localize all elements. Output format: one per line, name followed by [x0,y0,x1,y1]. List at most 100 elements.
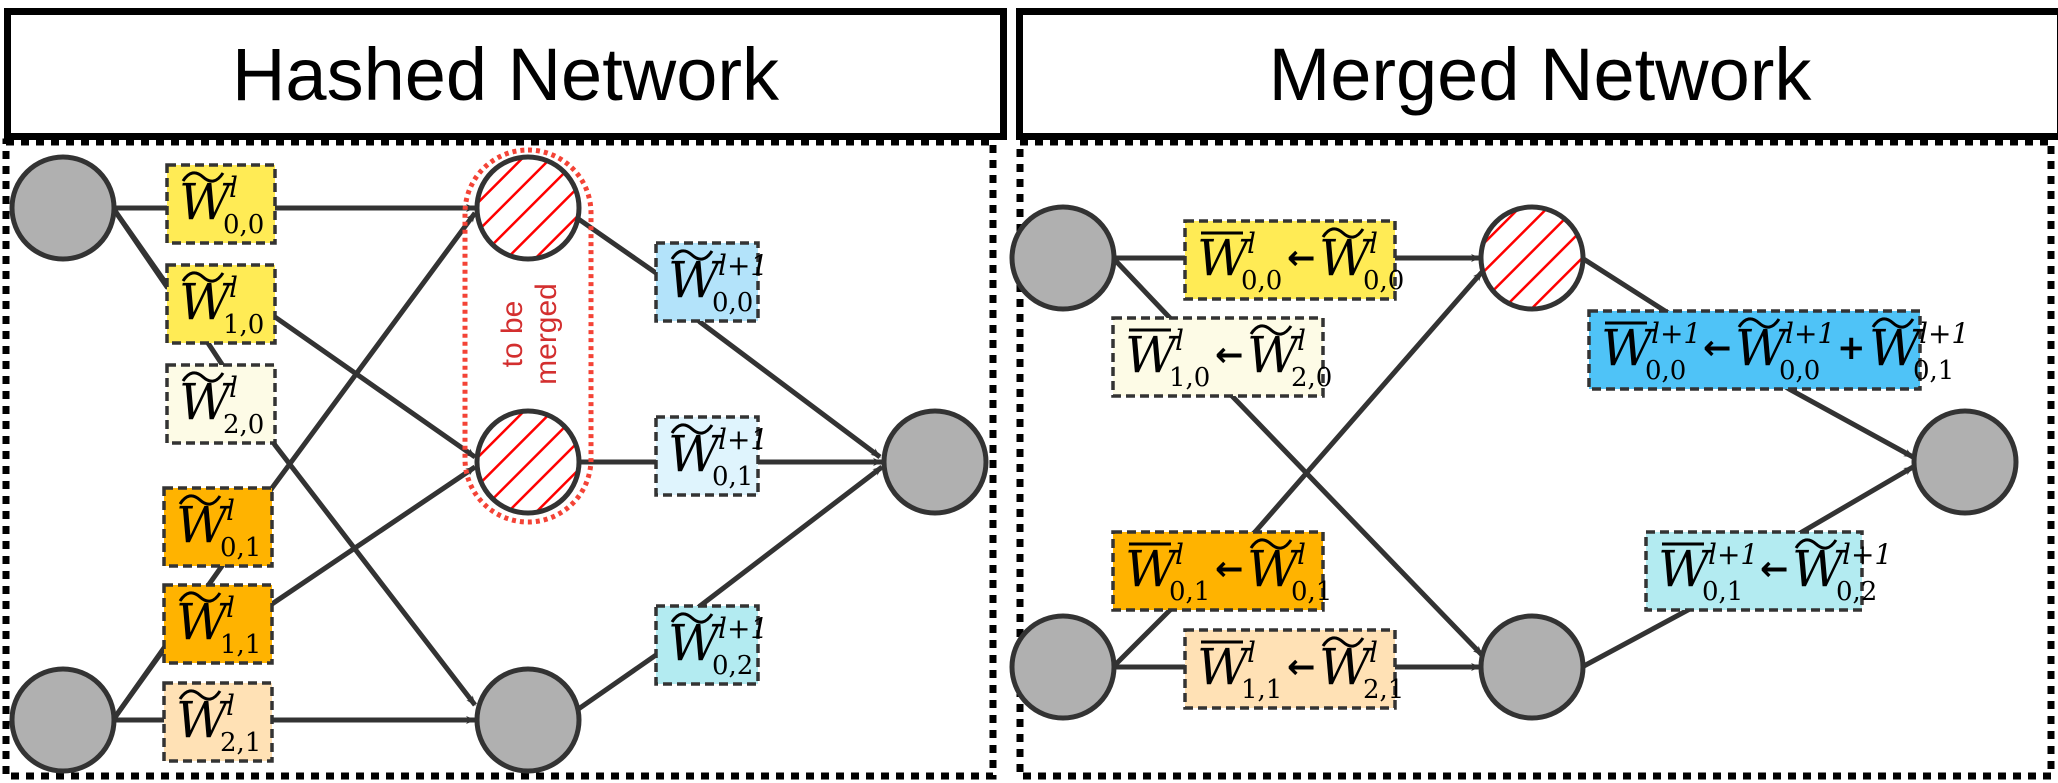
weight-symbol: W [1247,326,1302,384]
weight-superscript: l [229,371,238,404]
weight-symbol: W [1125,326,1180,384]
weight-superscript: l+1 [1842,538,1892,571]
weight-symbol: W [1601,319,1656,377]
weight-box-merged-m01: Wl0,1←Wl0,1 [1111,530,1332,612]
tilde-accent [1249,538,1293,550]
weight-symbol: W [1319,638,1374,696]
weight-superscript: l+1 [1708,538,1758,571]
tilde-accent [670,612,714,624]
merge-group-outline [462,147,594,525]
weight-symbol: W [179,173,234,231]
tilde-accent [178,591,222,603]
merge-label-line2: merged [530,283,563,385]
tilde-accent [1249,324,1293,336]
weight-symbol: W [668,614,723,672]
weight-subscript: 1,0 [1169,363,1210,393]
weight-box-merged-m00: Wl0,0←Wl0,0 [1183,219,1404,301]
weight-symbol: W [179,273,234,331]
weight-subscript: 0,0 [1241,266,1282,296]
tilde-accent [1321,636,1365,648]
weight-superscript: l+1 [718,249,768,282]
hashed-node-h1-hatched [474,408,582,516]
weight-box-hashed-w00: Wl0,0 [165,163,277,245]
weight-subscript: 0,0 [712,288,753,318]
hashed-node-h0-hatched [474,154,582,262]
tilde-accent [1321,227,1365,239]
hashed-node-out [881,408,989,516]
weight-symbol: W [1197,229,1252,287]
plus-operator: + [1837,328,1866,368]
merged-node-h0-hatched [1478,204,1586,312]
weight-box-hashed-w01: Wl0,1 [162,486,274,568]
weight-subscript: 2,1 [1363,675,1404,705]
weight-superscript: l [1175,324,1184,357]
tilde-accent [670,423,714,435]
weight-box-hashed-v00: Wl+10,0 [654,241,768,323]
weight-box-hashed-w20: Wl 2,0 [165,363,277,445]
hashed-panel-body [2,138,997,780]
merged-node-in1 [1009,613,1117,721]
weight-subscript: 0,0 [1363,266,1404,296]
merged-node-in0 [1009,204,1117,312]
weight-symbol: W [1869,319,1924,377]
weight-symbol: W [1735,319,1790,377]
tilde-accent [181,371,225,383]
weight-symbol: W [176,593,231,651]
weight-symbol: W [1197,638,1252,696]
weight-symbol: W [668,425,723,483]
weight-box-merged-n01: Wl+10,1←Wl+10,2 [1644,530,1892,612]
weight-subscript: 0,1 [220,533,261,563]
weight-symbol: W [1247,540,1302,598]
merge-group-label: to bemerged [496,283,563,385]
weight-superscript: l [1369,636,1378,669]
hashed-node-h2 [474,666,582,774]
hashed-node-in0 [9,154,117,262]
weight-superscript: l [226,494,235,527]
assign-arrow-icon: ← [1760,549,1789,589]
weight-subscript: 1,0 [223,310,264,340]
tilde-accent [181,171,225,183]
hashed-network-title: Hashed Network [4,8,1007,140]
weight-superscript: l [1175,538,1184,571]
weight-symbol: W [179,373,234,431]
weight-box-hashed-w10: Wl 1,0 [165,263,277,345]
weight-subscript: 0,0 [223,210,264,240]
weight-superscript: l+1 [718,423,768,456]
tilde-accent [181,271,225,283]
weight-symbol: W [1125,540,1180,598]
weight-subscript: 0,1 [1291,577,1332,607]
weight-subscript: 0,1 [1169,577,1210,607]
weight-superscript: l+1 [1651,317,1701,350]
weight-superscript: l [1247,227,1256,260]
weight-subscript: 0,1 [712,462,753,492]
weight-superscript: l [226,689,235,722]
assign-arrow-icon: ← [1287,238,1316,278]
weight-box-hashed-w11: Wl1,1 [162,583,274,665]
tilde-accent [1871,317,1915,329]
hashed-node-in1 [9,666,117,774]
weight-subscript: 1,1 [220,630,261,660]
weight-symbol: W [176,691,231,749]
merged-network-title: Merged Network [1016,8,2058,140]
hashed-network-title-text: Hashed Network [231,32,779,116]
weight-superscript: l [1369,227,1378,260]
weight-symbol: W [1319,229,1374,287]
weight-subscript: 0,0 [1779,356,1820,386]
weight-subscript: 1,1 [1241,675,1282,705]
assign-arrow-icon: ← [1215,549,1244,589]
tilde-accent [1794,538,1838,550]
weight-superscript: l [229,271,238,304]
weight-symbol: W [1658,540,1713,598]
weight-subscript: 0,1 [1913,356,1954,386]
tilde-accent [1737,317,1781,329]
weight-box-merged-m11: Wl1,1←Wl2,1 [1183,628,1404,710]
merge-label-line1: to be [496,301,529,368]
weight-subscript: 0,0 [1645,356,1686,386]
weight-subscript: 2,0 [223,410,264,440]
tilde-accent [178,494,222,506]
weight-subscript: 2,0 [1291,363,1332,393]
weight-superscript: l+1 [1919,317,1969,350]
weight-superscript: l [1247,636,1256,669]
weight-box-hashed-w21: Wl2,1 [162,681,274,763]
